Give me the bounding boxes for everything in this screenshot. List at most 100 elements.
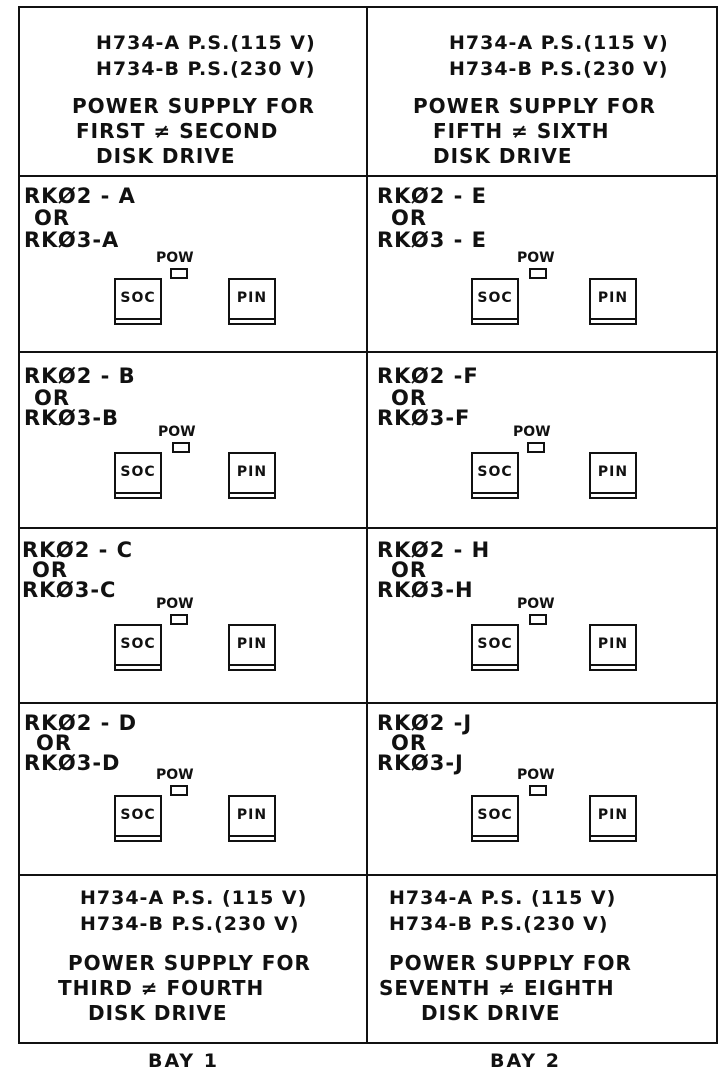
drive-label-rk03: RKØ3-D (24, 751, 121, 775)
drive-label-or: OR (391, 558, 428, 582)
pow-connector (170, 614, 188, 625)
pow-connector (529, 785, 547, 796)
drive-label-rk03: RKØ3-A (24, 228, 120, 252)
disk-drive-cell-bay2-e: RKØ2 - E OR RKØ3 - E POW SOC PIN (367, 176, 718, 352)
pow-connector (527, 442, 545, 453)
pin-label: PIN (236, 290, 268, 306)
pow-connector (529, 268, 547, 279)
drive-label-rk03: RKØ3-F (377, 406, 471, 430)
disk-drive-cell-bay1-c: RKØ2 - C OR RKØ3-C POW SOC PIN (18, 528, 367, 703)
ps-desc-line2: FIFTH ≠ SIXTH (433, 119, 610, 143)
power-supply-cell-bay1-bottom: H734-A P.S. (115 V) H734-B P.S.(230 V) P… (18, 875, 367, 1044)
disk-drive-cell-bay1-a: RKØ2 - A OR RKØ3-A POW SOC PIN (18, 176, 367, 352)
ps-desc-line1: POWER SUPPLY FOR (72, 94, 315, 118)
drive-label-rk03: RKØ3-J (377, 751, 464, 775)
drive-label-rk03: RKØ3 - E (377, 228, 488, 252)
cabinet-bay-diagram: H734-A P.S.(115 V) H734-B P.S.(230 V) PO… (18, 6, 718, 1044)
ps-desc-line3: DISK DRIVE (88, 1001, 228, 1025)
drive-label-rk03: RKØ3-C (22, 578, 117, 602)
ps-line-230v: H734-B P.S.(230 V) (449, 58, 669, 80)
pow-connector (170, 785, 188, 796)
pin-label: PIN (236, 464, 268, 480)
drive-label-rk02: RKØ2 - D (24, 711, 138, 735)
drive-label-rk02: RKØ2 - B (24, 364, 136, 388)
disk-drive-cell-bay2-j: RKØ2 -J OR RKØ3-J POW SOC PIN (367, 703, 718, 875)
soc-label: SOC (120, 464, 156, 480)
pin-connector: PIN (228, 795, 276, 842)
soc-label: SOC (120, 636, 156, 652)
drive-label-rk02: RKØ2 -J (377, 711, 473, 735)
ps-desc-line3: DISK DRIVE (96, 144, 236, 168)
pow-label: POW (156, 767, 194, 783)
pow-label: POW (513, 424, 551, 440)
drive-label-or: OR (391, 731, 428, 755)
ps-line-230v: H734-B P.S.(230 V) (80, 913, 300, 935)
ps-line-230v: H734-B P.S.(230 V) (96, 58, 316, 80)
cabinet-frame (18, 6, 718, 1044)
ps-desc-line1: POWER SUPPLY FOR (68, 951, 311, 975)
drive-label-or: OR (391, 206, 428, 230)
soc-connector: SOC (471, 452, 519, 499)
ps-desc-line2: FIRST ≠ SECOND (76, 119, 279, 143)
pow-label: POW (156, 596, 194, 612)
power-supply-cell-bay2-bottom: H734-A P.S. (115 V) H734-B P.S.(230 V) P… (367, 875, 718, 1044)
ps-line-115v: H734-A P.S.(115 V) (449, 32, 669, 54)
soc-label: SOC (120, 807, 156, 823)
pin-label: PIN (597, 290, 629, 306)
soc-label: SOC (477, 807, 513, 823)
pow-connector (529, 614, 547, 625)
drive-label-rk03: RKØ3-H (377, 578, 474, 602)
ps-desc-line3: DISK DRIVE (433, 144, 573, 168)
pow-label: POW (158, 424, 196, 440)
soc-label: SOC (477, 464, 513, 480)
drive-label-or: OR (34, 206, 71, 230)
pow-connector (172, 442, 190, 453)
disk-drive-cell-bay1-d: RKØ2 - D OR RKØ3-D POW SOC PIN (18, 703, 367, 875)
ps-line-115v: H734-A P.S. (115 V) (389, 887, 617, 909)
soc-connector: SOC (471, 624, 519, 671)
bay-2-label: BAY 2 (490, 1050, 561, 1072)
pin-label: PIN (236, 807, 268, 823)
pin-label: PIN (597, 636, 629, 652)
power-supply-cell-bay2-top: H734-A P.S.(115 V) H734-B P.S.(230 V) PO… (367, 6, 718, 176)
ps-desc-line2: SEVENTH ≠ EIGHTH (379, 976, 615, 1000)
pin-connector: PIN (228, 624, 276, 671)
drive-label-rk02: RKØ2 - E (377, 184, 488, 208)
soc-connector: SOC (114, 278, 162, 325)
pow-label: POW (156, 250, 194, 266)
soc-label: SOC (477, 290, 513, 306)
bay-1-label: BAY 1 (148, 1050, 219, 1072)
soc-connector: SOC (114, 452, 162, 499)
drive-label-rk02: RKØ2 - H (377, 538, 491, 562)
pin-label: PIN (236, 636, 268, 652)
ps-desc-line2: THIRD ≠ FOURTH (58, 976, 265, 1000)
drive-label-or: OR (32, 558, 69, 582)
pow-connector (170, 268, 188, 279)
pow-label: POW (517, 767, 555, 783)
pin-connector: PIN (589, 452, 637, 499)
disk-drive-cell-bay1-b: RKØ2 - B OR RKØ3-B POW SOC PIN (18, 352, 367, 528)
ps-line-115v: H734-A P.S.(115 V) (96, 32, 316, 54)
power-supply-cell-bay1-top: H734-A P.S.(115 V) H734-B P.S.(230 V) PO… (18, 6, 367, 176)
drive-label-rk02: RKØ2 -F (377, 364, 479, 388)
drive-label-rk02: RKØ2 - A (24, 184, 136, 208)
soc-label: SOC (477, 636, 513, 652)
disk-drive-cell-bay2-f: RKØ2 -F OR RKØ3-F POW SOC PIN (367, 352, 718, 528)
soc-connector: SOC (471, 278, 519, 325)
pin-label: PIN (597, 464, 629, 480)
ps-desc-line1: POWER SUPPLY FOR (413, 94, 656, 118)
ps-desc-line3: DISK DRIVE (421, 1001, 561, 1025)
pow-label: POW (517, 596, 555, 612)
ps-line-115v: H734-A P.S. (115 V) (80, 887, 308, 909)
drive-label-rk03: RKØ3-B (24, 406, 120, 430)
pin-connector: PIN (228, 278, 276, 325)
pin-connector: PIN (589, 795, 637, 842)
soc-connector: SOC (114, 795, 162, 842)
drive-label-or: OR (36, 731, 73, 755)
pin-connector: PIN (228, 452, 276, 499)
drive-label-or: OR (391, 386, 428, 410)
drive-label-rk02: RKØ2 - C (22, 538, 134, 562)
pin-connector: PIN (589, 624, 637, 671)
pin-connector: PIN (589, 278, 637, 325)
ps-desc-line1: POWER SUPPLY FOR (389, 951, 632, 975)
